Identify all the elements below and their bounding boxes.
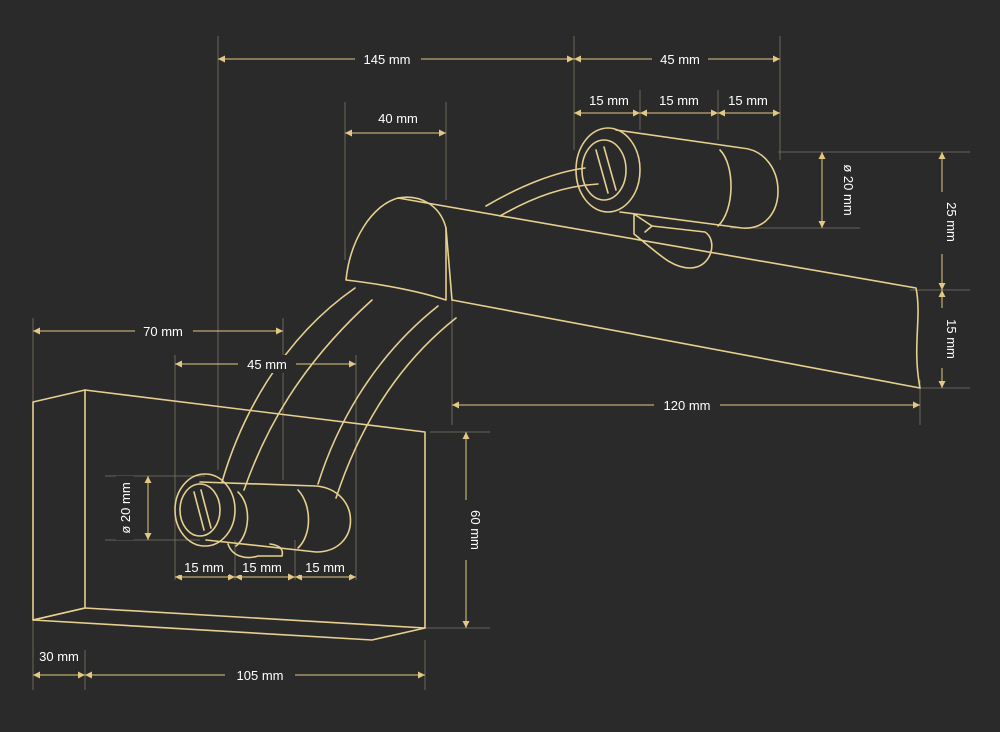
dim-bottom-15a-label: 15 mm <box>184 560 224 575</box>
arm-outer <box>221 287 356 483</box>
dim-base-30-label: 30 mm <box>39 649 79 664</box>
dim-top-diameter-label: ø 20 mm <box>841 164 856 215</box>
dim-right-15-label: 15 mm <box>944 319 959 359</box>
dim-145-label: 145 mm <box>364 52 411 67</box>
dim-hood-120-label: 120 mm <box>664 398 711 413</box>
lamp-outline <box>32 127 921 641</box>
arm-inner <box>317 305 439 485</box>
dim-top-15b-label: 15 mm <box>659 93 699 108</box>
hood <box>345 196 447 301</box>
dim-right-25-label: 25 mm <box>944 202 959 242</box>
dim-top-15a-label: 15 mm <box>589 93 629 108</box>
wall-base <box>32 389 86 621</box>
dim-bottom-diameter-label: ø 20 mm <box>118 482 133 533</box>
dim-hood-40-label: 40 mm <box>378 111 418 126</box>
dim-bottom-15b-label: 15 mm <box>242 560 282 575</box>
dim-base-105-label: 105 mm <box>237 668 284 683</box>
dim-bottom-15c-label: 15 mm <box>305 560 345 575</box>
bottom-pivot <box>199 481 352 553</box>
extension-lines <box>32 36 970 690</box>
dim-left-70-label: 70 mm <box>143 324 183 339</box>
dim-top-15c-label: 15 mm <box>728 93 768 108</box>
dimension-labels: 145 mm 45 mm 15 mm 15 mm 15 mm 40 mm ø 2… <box>35 50 959 684</box>
dim-base-60-label: 60 mm <box>468 510 483 550</box>
dim-left-45-label: 45 mm <box>247 357 287 372</box>
dim-top-45-label: 45 mm <box>660 52 700 67</box>
top-pivot <box>615 129 779 229</box>
